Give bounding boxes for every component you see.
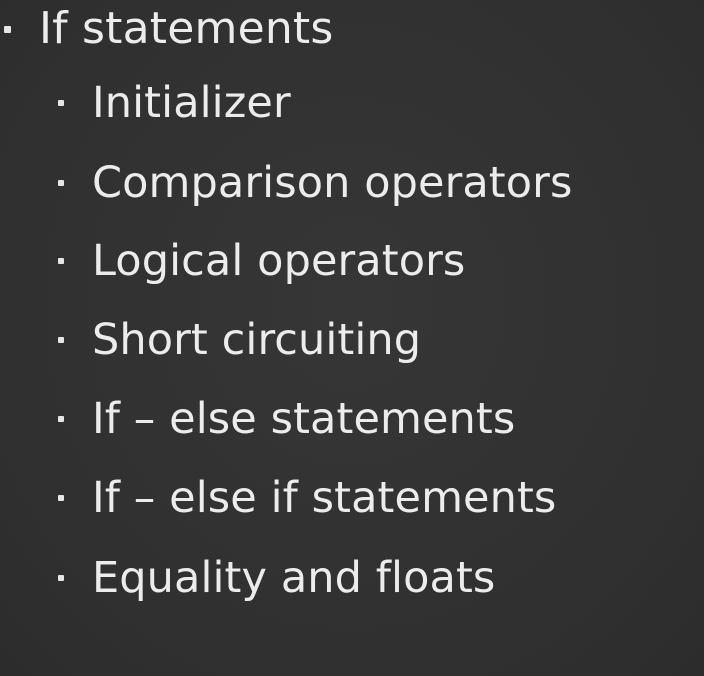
list-item-text: Initializer — [92, 78, 291, 128]
bullet-dot-icon — [58, 180, 64, 186]
list-item-text: Comparison operators — [92, 158, 573, 208]
list-item: Short circuiting — [0, 314, 421, 366]
list-item-text: If – else statements — [92, 394, 516, 444]
list-item-text: If – else if statements — [92, 473, 557, 523]
list-item-text: Logical operators — [92, 236, 466, 286]
list-item-text: Equality and floats — [92, 553, 496, 603]
bullet-dot-icon — [58, 337, 64, 343]
heading-bullet: If statements — [0, 2, 334, 56]
list-item: If – else statements — [0, 393, 515, 445]
bullet-dot-icon — [58, 575, 64, 581]
list-item: If – else if statements — [0, 472, 556, 524]
bullet-dot-icon — [58, 416, 64, 422]
bullet-dot-icon — [4, 25, 11, 33]
bullet-dot-icon — [58, 495, 64, 501]
heading-text: If statements — [39, 3, 334, 54]
list-item: Comparison operators — [0, 157, 572, 209]
list-item-text: Short circuiting — [92, 315, 422, 365]
bullet-dot-icon — [58, 258, 64, 264]
list-item: Logical operators — [0, 235, 465, 287]
list-item: Initializer — [0, 77, 291, 129]
list-item: Equality and floats — [0, 552, 495, 604]
bullet-dot-icon — [58, 100, 64, 106]
